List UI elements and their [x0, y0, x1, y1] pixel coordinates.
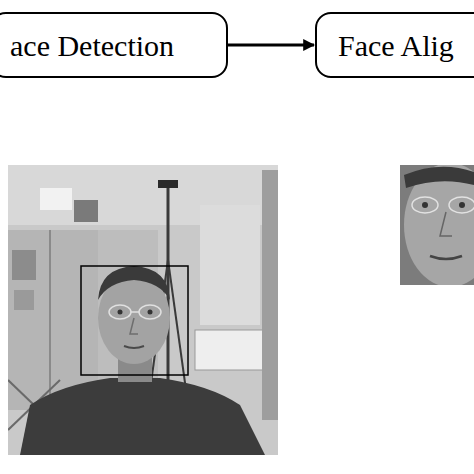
process-box: Face Alig — [315, 12, 474, 78]
process-box: ace Detection — [0, 12, 228, 78]
aligned-face-crop — [400, 165, 474, 285]
box-label: Face Alig — [338, 29, 454, 62]
box-label: ace Detection — [10, 29, 174, 62]
flow-arrow — [228, 44, 314, 47]
input-photo — [8, 165, 278, 455]
